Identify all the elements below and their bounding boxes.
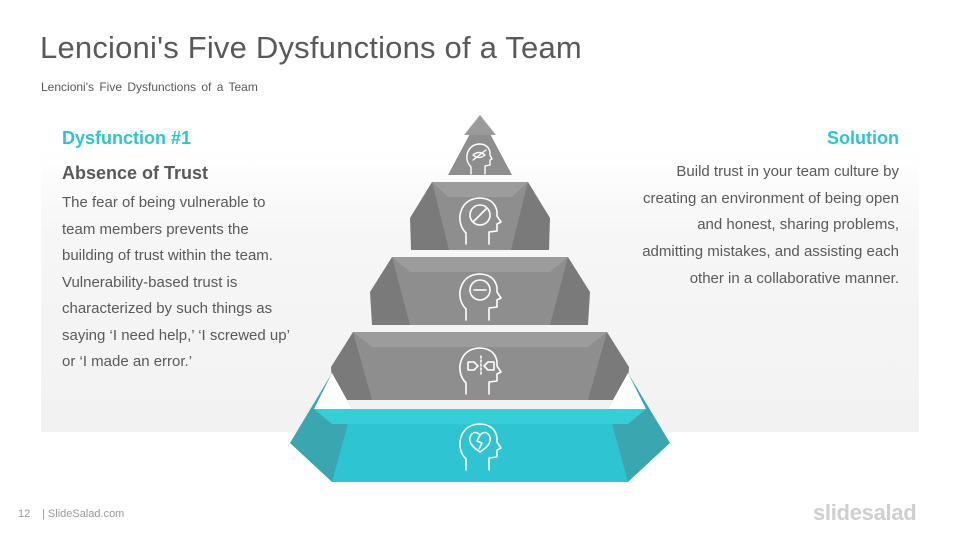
head-arrows-icon [459, 347, 502, 395]
solution-heading: Solution [827, 128, 899, 148]
head-no-entry-icon [459, 197, 502, 245]
pyramid-level-5[interactable] [290, 373, 670, 482]
pyramid-level-2[interactable] [410, 182, 550, 250]
head-broken-heart-icon [459, 423, 502, 471]
page-number: 12 [18, 508, 31, 520]
pyramid-level-3[interactable] [370, 257, 590, 325]
dysfunction-description: The fear of being vulnerable to team mem… [62, 194, 290, 370]
slide-title: Lencioni's Five Dysfunctions of a Team [40, 30, 582, 65]
dysfunction-name: Absence of Trust [62, 163, 209, 183]
solution-panel: Solution Build trust in your team cultur… [639, 128, 899, 293]
head-eye-slash-icon [466, 143, 493, 175]
dysfunction-panel: Dysfunction #1 Absence of Trust The fear… [62, 128, 302, 376]
slidesalad-logo: slidesalad [813, 500, 917, 525]
dysfunction-heading: Dysfunction #1 [62, 128, 192, 148]
footer-site-link[interactable]: | SlideSalad.com [42, 508, 125, 520]
head-minus-icon [459, 273, 502, 321]
slide-subtitle: Lencioni's Five Dysfunctions of a Team [41, 80, 258, 94]
solution-description: Build trust in your team culture by crea… [642, 163, 899, 287]
pyramid-level-4[interactable] [331, 332, 629, 400]
pyramid-level-1[interactable] [448, 115, 512, 175]
